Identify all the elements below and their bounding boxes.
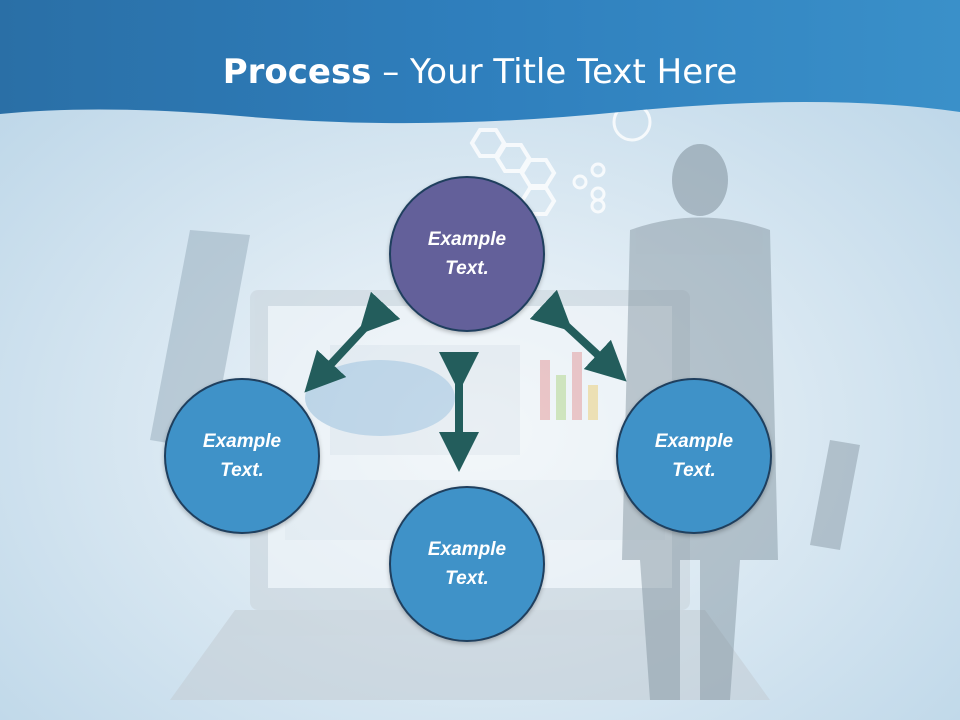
node-label-line1: Example [654, 431, 734, 452]
node-label-line2: Text. [220, 460, 264, 481]
node-label-line1: Example [202, 431, 282, 452]
title-rest: – Your Title Text Here [371, 52, 738, 92]
node-label-line2: Text. [445, 568, 489, 589]
node-label-line2: Text. [672, 460, 716, 481]
tablet-illustration [150, 230, 250, 450]
node-label-line2: Text. [445, 258, 489, 279]
header-band [0, 0, 960, 124]
phone-illustration [810, 440, 860, 550]
title-bold: Process [222, 52, 372, 92]
node-label-line1: Example [427, 539, 507, 560]
slide-title: Process – Your Title Text Here [0, 52, 960, 92]
node-label-line1: Example [427, 229, 507, 250]
